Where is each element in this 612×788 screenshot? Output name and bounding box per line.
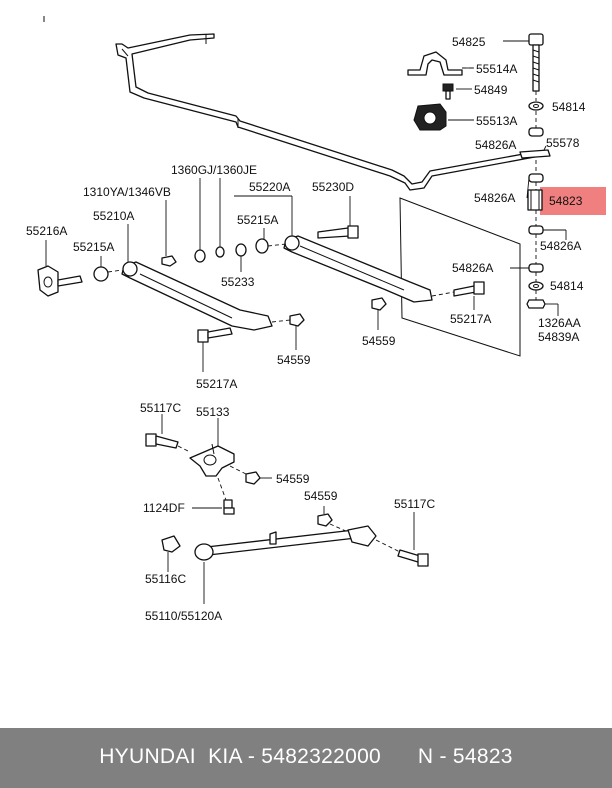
label-54826A-1: 54826A [475, 138, 516, 152]
label-54825: 54825 [452, 35, 486, 49]
footer-bar: HYUNDAI KIA - 5482322000 N - 54823 [0, 728, 612, 788]
label-55215A-mid: 55215A [237, 213, 278, 227]
rod-55110 [194, 525, 377, 561]
nut-54559-b [289, 313, 305, 327]
washer-55233 [235, 243, 247, 257]
collar-54823 [527, 187, 606, 215]
bushing-54826A-1 [528, 127, 544, 137]
parts-diagram: 54825 55514A 54849 54814 55513A 54826A 5… [26, 16, 606, 623]
bushing-55215A-left [93, 266, 109, 282]
label-1310YA: 1310YA/1346VB [83, 185, 171, 199]
bolt-55217A-right [453, 281, 485, 297]
label-54814-bottom: 54814 [550, 279, 584, 293]
label-55215A-left: 55215A [73, 240, 114, 254]
label-54826A-3: 54826A [540, 239, 581, 253]
label-55117C-bottom: 55117C [394, 497, 435, 511]
label-54559-e: 54559 [362, 334, 396, 348]
label-55217A-right: 55217A [450, 312, 491, 326]
label-55217A-left: 55217A [196, 377, 237, 391]
label-54826A-2: 54826A [474, 191, 515, 205]
bolt-55217A-left [197, 327, 233, 343]
label-55578: 55578 [546, 136, 580, 150]
arm-55220A [283, 235, 433, 303]
nut-54559-a [161, 255, 177, 267]
highlight-54823 [540, 187, 606, 215]
plate-55578 [519, 149, 551, 159]
label-55233: 55233 [221, 275, 255, 289]
label-55220A: 55220A [249, 180, 290, 194]
label-55513A: 55513A [476, 114, 517, 128]
bolt-54849 [442, 83, 454, 100]
label-1124DF: 1124DF [143, 501, 185, 515]
label-55210A: 55210A [93, 209, 134, 223]
bracket-55216A [37, 265, 59, 297]
bracket-55133 [189, 443, 235, 477]
label-54839A: 54839A [538, 330, 579, 344]
label-54814-top: 54814 [552, 100, 586, 114]
bushing-55215A-mid [255, 238, 269, 254]
label-54849: 54849 [474, 83, 508, 97]
nut-54559-e [371, 297, 387, 311]
label-55116C: 55116C [145, 572, 186, 586]
bolt-55216A [57, 275, 83, 287]
bolt-54825 [528, 33, 544, 92]
bolt-55230D [317, 225, 359, 239]
washer-54814-top [528, 101, 544, 111]
bushing-55513A [413, 103, 447, 131]
nut-54559-c [245, 471, 261, 485]
label-55133: 55133 [196, 405, 230, 419]
bolt-55117C-bottom [397, 549, 429, 567]
footer-part-number: HYUNDAI KIA - 5482322000 N - 54823 [99, 745, 513, 768]
label-54559-a: 54559 [277, 353, 311, 367]
label-55230D: 55230D [312, 180, 354, 194]
bushing-55116C [161, 535, 181, 553]
bushing-54826A-3 [528, 225, 544, 235]
bushing-54826A-4 [528, 263, 544, 273]
nut-54559-d [317, 513, 333, 527]
bolt-55117C-top [145, 433, 179, 449]
label-1326AA: 1326AA [538, 316, 581, 330]
label-54559-d: 54559 [304, 489, 338, 503]
label-55117C-top: 55117C [140, 401, 181, 415]
bushing-54826A-2 [528, 173, 544, 183]
nut-1326AA [526, 299, 546, 309]
label-54826A-4: 54826A [452, 261, 493, 275]
bolt-1124DF [223, 499, 235, 515]
stabilizer-bar [115, 33, 541, 191]
label-54823: 54823 [549, 194, 583, 208]
label-55216A: 55216A [26, 224, 67, 238]
arm-55210A [121, 261, 273, 331]
label-55110: 55110/55120A [145, 609, 222, 623]
label-54559-c: 54559 [276, 472, 310, 486]
washers-1360GJ [194, 246, 225, 263]
washer-54814-bottom [528, 281, 544, 291]
bracket-55514A [407, 51, 463, 76]
label-1360GJ: 1360GJ/1360JE [171, 163, 257, 177]
label-55514A: 55514A [476, 62, 517, 76]
